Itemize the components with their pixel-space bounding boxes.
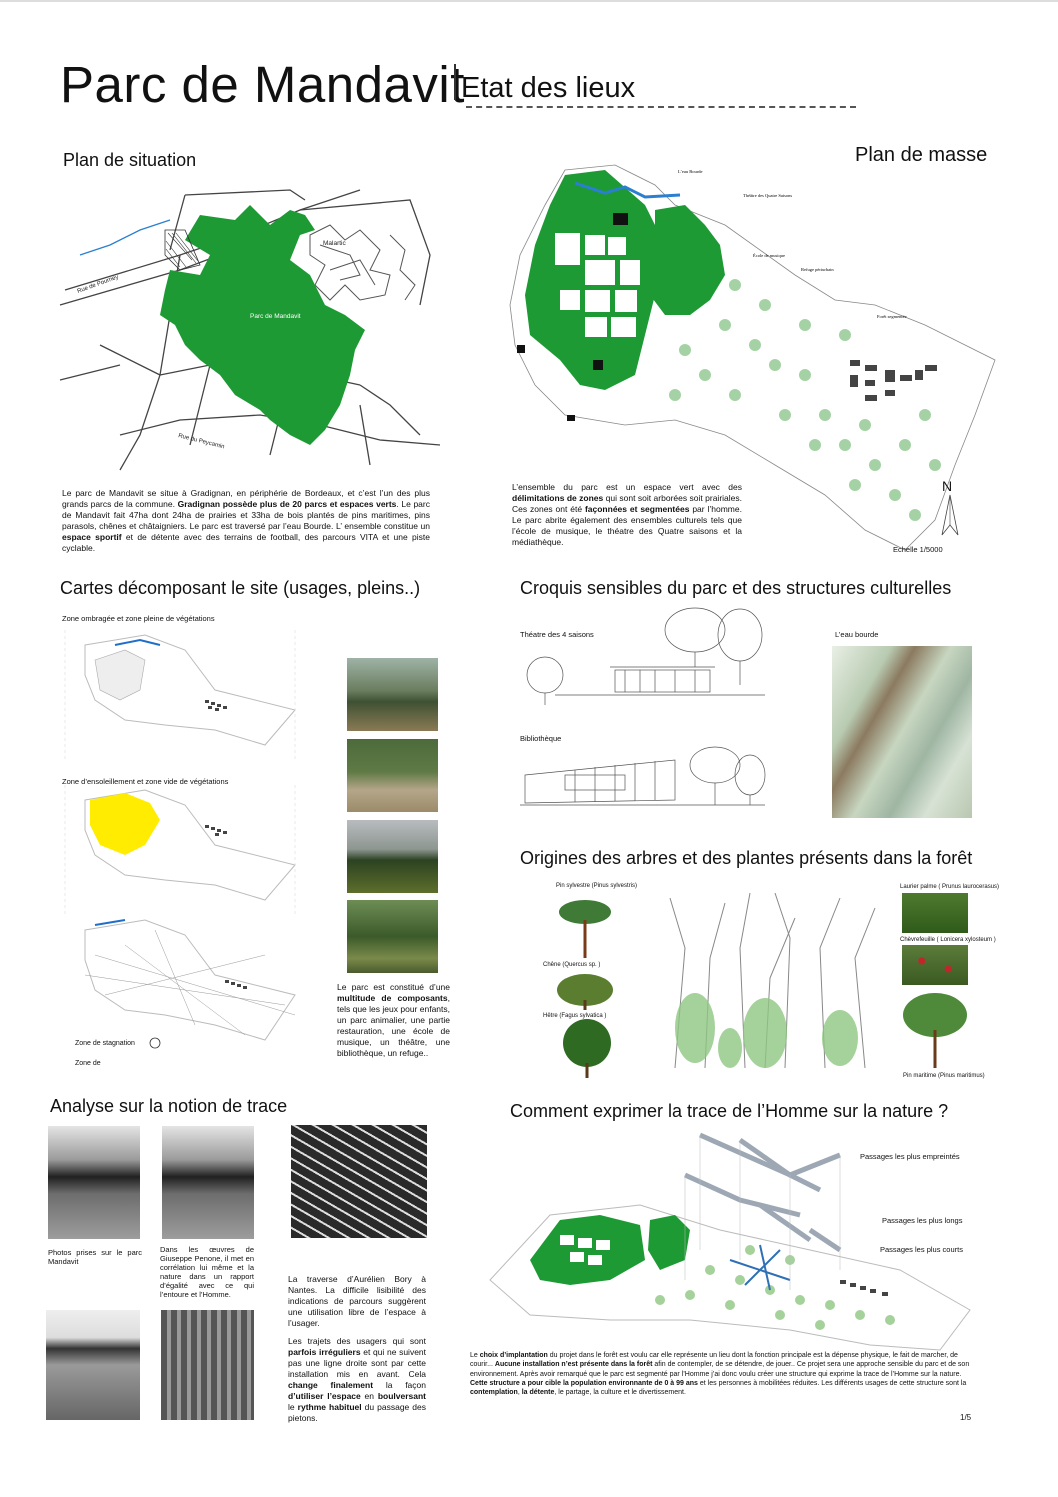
laurier-photo: [902, 893, 968, 933]
map-traces: [84, 919, 296, 1041]
north-arrow-icon: [941, 494, 959, 536]
pin-sylvestre-icon: [559, 900, 611, 958]
chene-label: Chêne (Quercus sp. ): [543, 962, 601, 968]
biblio-sketch: [520, 746, 766, 806]
title-divider: [454, 64, 456, 100]
trace-photo-3: [46, 1310, 140, 1420]
situation-text: Le parc de Mandavit se situe à Gradignan…: [62, 488, 430, 553]
hetre-label: Hêtre (Fagus sylvatica ): [543, 1013, 607, 1019]
park-photo-4: [347, 900, 438, 973]
origines-heading: Origines des arbres et des plantes prése…: [520, 848, 973, 868]
zone4-label: Zone de: [75, 1060, 101, 1067]
trace-photo-aurelien-bory: [291, 1125, 427, 1238]
circle-legend-icon: [149, 1037, 161, 1049]
cartes-text: Le parc est constitué d’une multitude de…: [337, 982, 450, 1058]
pin-label: Pin sylvestre (Pinus sylvestris): [556, 883, 638, 889]
label-road2: Rue du Peycamin: [178, 433, 225, 450]
masse-heading: Plan de masse: [855, 144, 988, 166]
trace-photo-4: [161, 1310, 254, 1420]
north-label: N: [942, 478, 953, 494]
zone1-label: Zone ombragée et zone pleine de végétati…: [62, 614, 215, 623]
hetre-icon: [563, 1019, 611, 1078]
trace-paragraph: Les trajets des usagers qui sont parfois…: [288, 1336, 427, 1423]
comment-heading: Comment exprimer la trace de l’Homme sur…: [510, 1101, 949, 1121]
page-title: Parc de Mandavit: [60, 56, 465, 113]
pass1-label: Passages les plus empreintés: [860, 1152, 960, 1161]
trace-cap2: Dans les œuvres de Giuseppe Penone, il m…: [160, 1245, 254, 1299]
label-malartic: Malartic: [323, 240, 347, 247]
zone3-label: Zone de stagnation: [75, 1040, 135, 1047]
map-ombre: [64, 630, 296, 760]
top-border: [0, 0, 1058, 2]
forest-sketch: [669, 892, 876, 1069]
chevre-photo: [902, 945, 968, 985]
pin-maritime-icon: [903, 993, 967, 1068]
map-soleil: [64, 785, 296, 915]
comment-paragraph: Le choix d’implantation du projet dans l…: [470, 1352, 970, 1397]
label-refuge: Refuge périurbain: [801, 267, 834, 272]
eau-bourde-sketch: [832, 646, 972, 818]
croquis-biblio-label: Bibliothèque: [520, 734, 562, 743]
label-eau-bourde: L’eau Bourde: [678, 169, 702, 174]
masse-text: L’ensemble du parc est un espace vert av…: [512, 482, 742, 547]
masse-plan: L’eau Bourde Théâtre des Quatre Saisons …: [509, 164, 996, 551]
title-dashed-underline: [466, 106, 856, 108]
croquis-eau-label: L’eau bourde: [835, 630, 879, 639]
trace-cap3: La traverse d’Aurélien Bory à Nantes. La…: [288, 1274, 426, 1328]
page-subtitle: Etat des lieux: [461, 72, 636, 104]
trace-photo-1: [48, 1126, 140, 1239]
theatre-sketch: [526, 607, 765, 705]
cartes-heading: Cartes décomposant le site (usages, plei…: [60, 578, 421, 598]
croquis-theatre-label: Théatre des 4 saisons: [520, 630, 594, 639]
zone2-label: Zone d’ensoleillement et zone vide de vé…: [62, 777, 229, 786]
trace-photo-2: [162, 1126, 254, 1239]
park-photo-2: [347, 739, 438, 812]
park-photo-1: [347, 658, 438, 731]
chevre-label: Chèvrefeuille ( Lonicera xylosteum ): [900, 937, 996, 943]
label-parc: Parc de Mandavit: [250, 313, 301, 320]
laurier-label: Laurier palme ( Prunus laurocerasus): [900, 884, 1000, 890]
croquis-heading: Croquis sensibles du parc et des structu…: [520, 578, 952, 598]
label-ecole: École de musique: [753, 253, 785, 258]
project-axonometry: [489, 1132, 971, 1351]
pass3-label: Passages les plus courts: [880, 1245, 963, 1254]
page-number: 1/5: [960, 1413, 972, 1422]
label-theatre: Théâtre des Quatre Saisons: [743, 193, 792, 198]
label-foret: Forêt segmentée: [877, 314, 907, 319]
situation-map: Malartic Parc de Mandavit Rue de Pourney…: [59, 189, 441, 471]
pass2-label: Passages les plus longs: [882, 1216, 963, 1225]
chene-icon: [557, 974, 613, 1010]
scale-label: Echelle 1/5000: [893, 545, 943, 554]
situation-heading: Plan de situation: [63, 150, 197, 170]
trace-cap1: Photos prises sur le parc Mandavit: [48, 1248, 142, 1266]
park-photo-3: [347, 820, 438, 893]
maritime-label: Pin maritime (Pinus maritimus): [903, 1073, 985, 1079]
trace-heading: Analyse sur la notion de trace: [50, 1096, 288, 1116]
